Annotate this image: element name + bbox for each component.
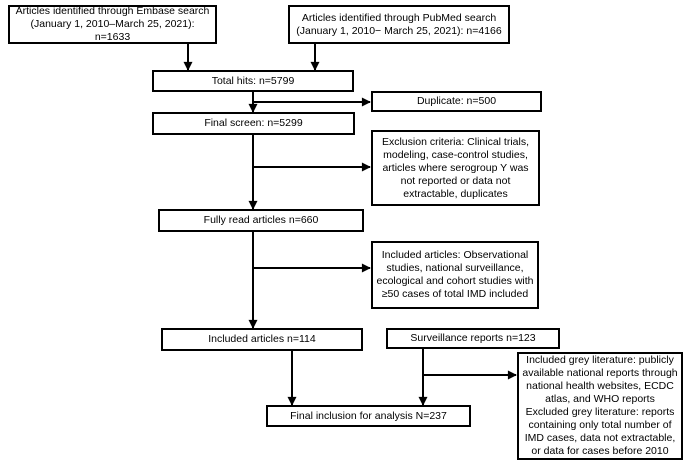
- node-surveillance-reports: Surveillance reports n=123: [386, 328, 560, 349]
- node-text-line: ≥50 cases of total IMD included: [381, 288, 529, 300]
- node-text-line: extractable, duplicates: [403, 187, 508, 200]
- node-text: Included articles n=114: [208, 333, 316, 345]
- node-text-line: Included grey literature: publicly: [526, 354, 674, 366]
- node-text-line: (January 1, 2010− March 25, 2021): n=416…: [296, 24, 502, 37]
- node-final-inclusion: Final inclusion for analysis N=237: [266, 405, 471, 427]
- node-grey-literature: Included grey literature: publicly avail…: [517, 352, 683, 460]
- node-text: Fully read articles n=660: [203, 214, 319, 226]
- node-embase-search: Articles identified through Embase searc…: [8, 5, 217, 44]
- node-text: Total hits: n=5799: [211, 74, 295, 87]
- node-text-line: (January 1, 2010–March 25, 2021): n=1633: [30, 18, 195, 43]
- node-text-line: studies, national surveillance,: [386, 262, 524, 274]
- node-text-line: modeling, case-control studies,: [383, 148, 528, 161]
- node-text-line: containing only total number of: [528, 419, 672, 431]
- node-text-line: Included articles: Observational: [381, 249, 529, 261]
- node-text: Duplicate: n=500: [416, 95, 497, 107]
- node-total-hits: Total hits: n=5799: [152, 70, 354, 92]
- node-text-line: available national reports through: [522, 367, 678, 379]
- node-text: Final inclusion for analysis N=237: [290, 409, 447, 422]
- node-fully-read: Fully read articles n=660: [158, 209, 364, 232]
- node-final-screen: Final screen: n=5299: [152, 112, 355, 135]
- node-text: Surveillance reports n=123: [410, 332, 536, 344]
- node-text-line: national health websites, ECDC: [526, 380, 674, 392]
- node-pubmed-search: Articles identified through PubMed searc…: [288, 5, 510, 44]
- node-text-line: not reported or data not: [400, 174, 511, 187]
- node-text-line: ecological and cohort studies with: [376, 275, 534, 287]
- node-text-line: IMD cases, data not extractable,: [524, 432, 676, 444]
- node-text: Final screen: n=5299: [204, 117, 303, 129]
- node-text-line: Articles identified through PubMed searc…: [301, 11, 497, 24]
- node-included-articles: Included articles n=114: [161, 328, 363, 351]
- node-text-line: or data for cases before 2010: [531, 445, 669, 457]
- node-exclusion-criteria: Exclusion criteria: Clinical trials, mod…: [371, 130, 540, 206]
- node-inclusion-criteria: Included articles: Observational studies…: [371, 241, 539, 309]
- node-text-line: Excluded grey literature: reports: [525, 406, 675, 418]
- node-text-line: articles where serogroup Y was: [382, 161, 529, 174]
- node-text-line: Articles identified through Embase searc…: [15, 5, 210, 17]
- node-text-line: Exclusion criteria: Clinical trials,: [381, 135, 530, 148]
- node-text-line: atlas, and WHO reports: [545, 393, 655, 405]
- node-duplicate: Duplicate: n=500: [371, 91, 542, 112]
